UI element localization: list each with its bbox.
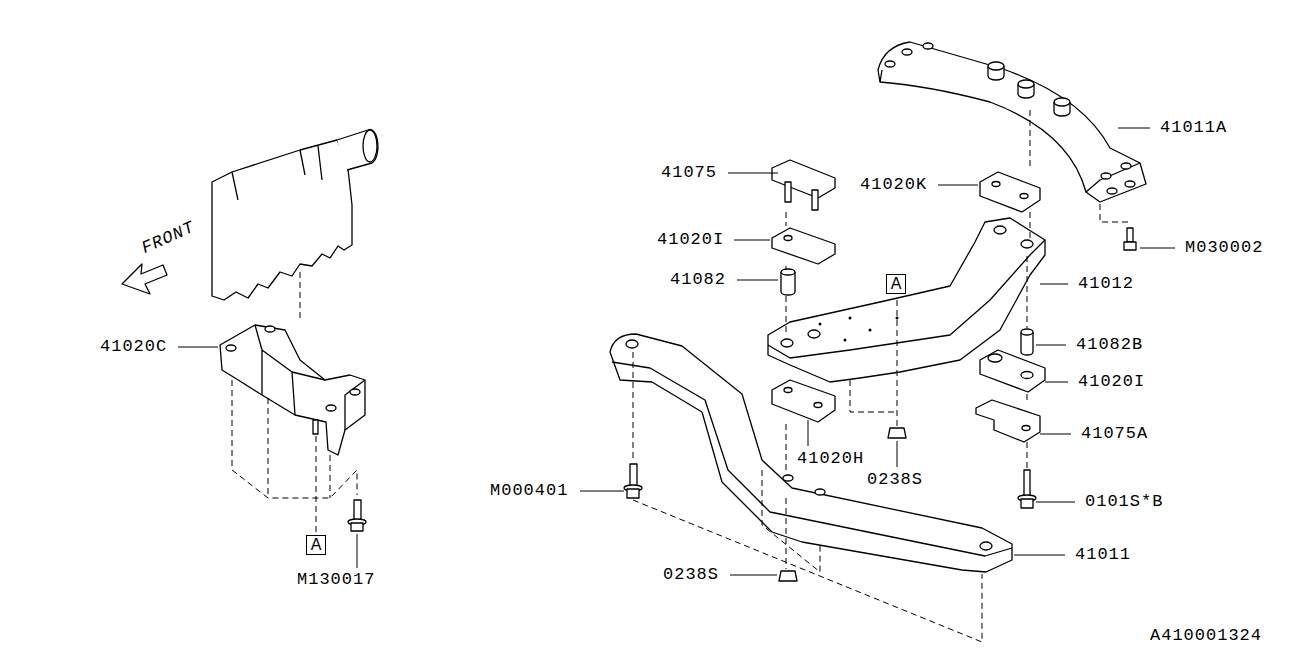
collar-top <box>1021 329 1033 335</box>
spacer-pad <box>980 350 1045 392</box>
transmission-case <box>212 140 352 300</box>
bolt-head <box>351 523 363 531</box>
plate-dots <box>819 317 899 342</box>
part-number: 41020H <box>797 450 864 469</box>
hole <box>226 345 236 351</box>
part-number: 0238S <box>867 471 923 490</box>
part-number: 41082B <box>1076 336 1143 355</box>
stud-plate <box>772 160 835 198</box>
crossmember-edges <box>880 70 1140 192</box>
shaft-end <box>363 130 377 162</box>
stud <box>812 190 818 210</box>
bolt-head <box>1021 499 1033 508</box>
bolt-thread <box>630 464 637 486</box>
bump <box>988 354 1002 362</box>
reference-box: A <box>886 274 906 294</box>
hole <box>784 388 792 393</box>
leader-lines <box>178 128 1175 575</box>
hole <box>781 339 793 347</box>
stud-top <box>1018 80 1034 88</box>
hole <box>326 405 336 411</box>
front-arrow <box>122 264 167 294</box>
part-number: 41075A <box>1081 425 1148 444</box>
mount-edges <box>255 325 365 430</box>
stud <box>313 420 318 434</box>
hole <box>783 475 793 481</box>
rear-mount <box>220 325 365 455</box>
part-number: 41012 <box>1078 275 1134 294</box>
hole <box>784 236 792 241</box>
part-number: M030002 <box>1185 239 1263 258</box>
hole <box>885 61 895 67</box>
nut <box>779 571 797 581</box>
hole <box>814 403 822 408</box>
hole <box>265 326 275 332</box>
bolt-thread <box>1024 470 1030 496</box>
hole <box>1020 194 1028 199</box>
hole <box>1022 426 1030 431</box>
hole <box>994 226 1006 234</box>
hole <box>902 49 912 55</box>
part-number: 41020K <box>860 176 927 195</box>
hole <box>626 340 638 348</box>
hole <box>1125 181 1135 187</box>
hole <box>923 43 933 49</box>
part-number: 0101S*B <box>1085 493 1163 512</box>
part-number: 41011A <box>1160 119 1227 138</box>
stud <box>785 182 791 202</box>
spacer-pad <box>772 228 835 264</box>
direction-label: FRONT <box>139 219 198 259</box>
part-number: 41020I <box>1078 373 1145 392</box>
reference-letter: A <box>891 276 902 292</box>
hole <box>350 389 360 395</box>
reference-box: A <box>306 535 326 555</box>
bolt-head <box>627 489 639 498</box>
case-ribs <box>232 146 322 200</box>
hole <box>1101 173 1111 179</box>
part-number: 41011 <box>1075 546 1131 565</box>
bolt-head <box>1124 242 1136 250</box>
hole <box>1021 372 1033 379</box>
spacer-pad <box>772 380 835 422</box>
part-number: 41075 <box>661 164 717 183</box>
part-number: M000401 <box>490 482 568 501</box>
part-number: 41020I <box>657 231 724 250</box>
reference-letter: A <box>311 537 322 553</box>
hole <box>1121 163 1131 169</box>
stud-top <box>988 62 1004 70</box>
spacer-pad <box>980 172 1040 212</box>
part-number: 41082 <box>670 271 726 290</box>
output-shaft <box>337 129 378 170</box>
stud-top <box>1054 98 1070 106</box>
lower-crossmember <box>610 334 1012 572</box>
part-number: 41020C <box>100 338 167 357</box>
nut <box>888 428 906 438</box>
lower-plate <box>976 400 1040 442</box>
part-number: A410001324 <box>1150 627 1262 646</box>
bolt-thread <box>354 500 361 520</box>
hole <box>980 542 992 550</box>
part-number: M130017 <box>297 571 375 590</box>
crossmember-edges <box>612 362 1012 556</box>
bolt-thread <box>1127 228 1133 242</box>
part-number: 0238S <box>663 566 719 585</box>
hole <box>992 182 1000 187</box>
hole <box>1021 240 1033 248</box>
collar-top <box>781 269 795 275</box>
assembly-lines <box>232 110 1130 642</box>
hole <box>815 489 825 495</box>
hole <box>1107 188 1117 194</box>
hole <box>808 330 820 338</box>
